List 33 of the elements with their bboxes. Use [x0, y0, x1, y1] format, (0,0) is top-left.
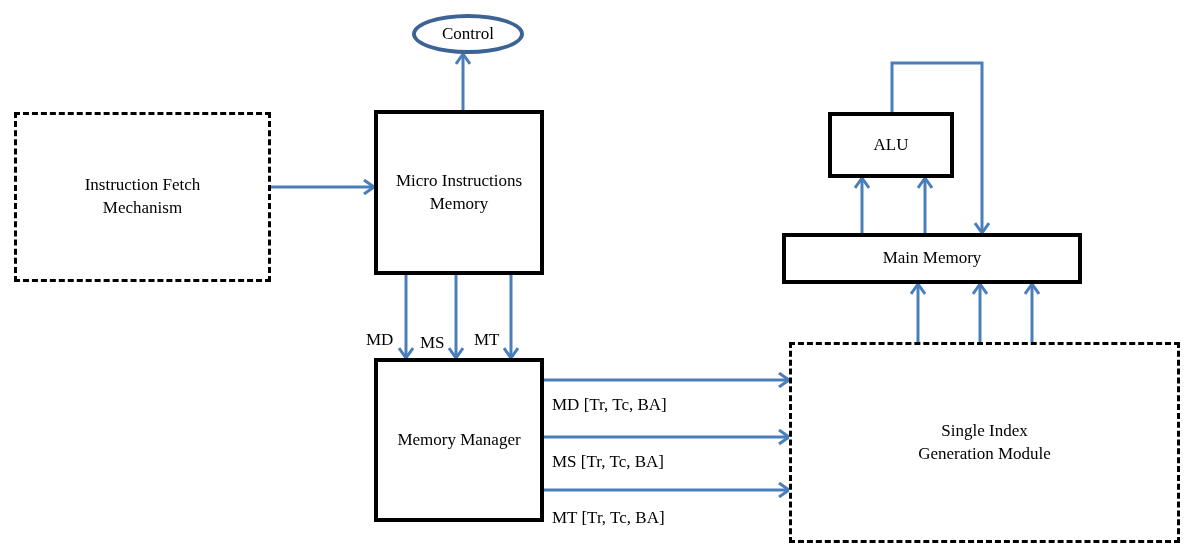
edge-label: MD [366, 331, 394, 348]
node-label: Instruction Fetch Mechanism [83, 174, 202, 219]
node-label: ALU [873, 133, 909, 156]
main-memory-box [782, 233, 1082, 284]
arrow [890, 61, 991, 235]
node-label: Micro Instructions Memory [394, 169, 524, 215]
arrow [397, 275, 415, 360]
edge-label: MS [Tr, Tc, BA] [552, 453, 664, 470]
arrow [971, 282, 989, 342]
arrow [454, 52, 472, 110]
fetch-module-box [14, 112, 271, 282]
arrow [544, 371, 791, 389]
arrow [271, 178, 376, 196]
index-module-box [789, 342, 1180, 543]
edge-label: MS [420, 334, 445, 351]
node-label: Main Memory [882, 247, 982, 270]
arrow [916, 176, 934, 233]
manager-box [374, 358, 544, 522]
alu-box [828, 112, 954, 178]
arrow [1023, 282, 1041, 342]
edge-label: MT [Tr, Tc, BA] [552, 509, 665, 526]
arrow [544, 481, 791, 499]
node-label: Single Index Generation Module [917, 419, 1052, 465]
arrow [544, 428, 791, 446]
arrow [447, 275, 465, 360]
arrow [909, 282, 927, 342]
node-label: Control [442, 22, 494, 45]
node-label: Memory Manager [397, 428, 521, 451]
edge-label: MD [Tr, Tc, BA] [552, 396, 667, 413]
edge-label: MT [474, 331, 500, 348]
memory-box [374, 110, 544, 275]
arrow [853, 176, 871, 233]
arrow [502, 275, 520, 360]
